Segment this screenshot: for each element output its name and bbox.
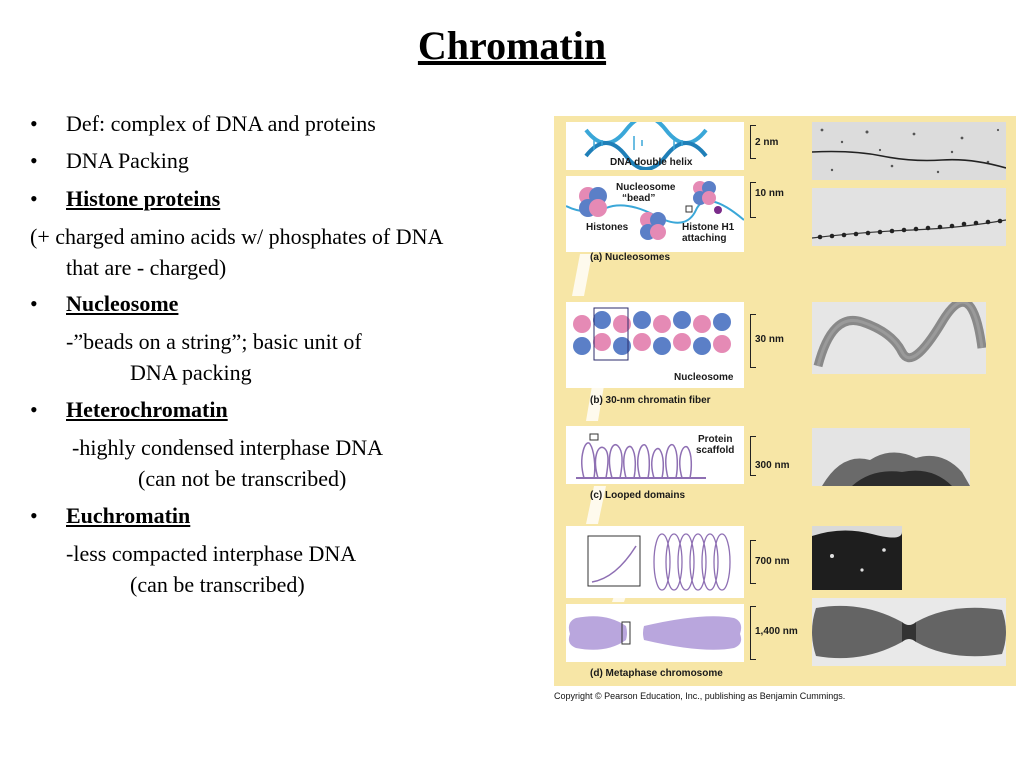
panel-nucleosomes-diagram: Nucleosome “bead” Histones Histone H1 at…: [565, 176, 745, 252]
chromosome-icon: [568, 616, 742, 650]
bullet-marker: •: [30, 186, 38, 211]
label-nucleosome-bead-1: Nucleosome: [616, 182, 676, 193]
bullet-marker: •: [30, 503, 38, 528]
bullet-def: Def: complex of DNA and proteins: [66, 111, 376, 136]
micrograph-30nm-icon: [812, 302, 986, 374]
micrograph-700nm-icon: [812, 526, 902, 590]
euchromatin-desc-line-1: -less compacted interphase DNA: [66, 541, 357, 566]
size-label-300nm: 300 nm: [755, 460, 790, 471]
histone-note-line-2: that are - charged): [66, 255, 227, 280]
size-bracket: [750, 182, 756, 218]
nucleosome-desc-line-1: -”beads on a string”; basic unit of: [66, 329, 362, 354]
micrograph-looped: [812, 428, 970, 486]
dna-helix-icon: [584, 115, 708, 171]
chromatin-fiber-icon: [573, 307, 731, 361]
micrograph-dna: [812, 122, 1006, 180]
label-dna-double-helix: DNA double helix: [610, 157, 693, 168]
panel-dna-helix: DNA double helix: [566, 115, 744, 171]
micrograph-700nm: [812, 526, 902, 590]
label-nucleosome-bead-2: “bead”: [622, 193, 656, 204]
bullet-marker: •: [30, 291, 38, 316]
heterochromatin-desc-line-2: (can not be transcribed): [138, 466, 347, 491]
euchromatin-desc-line-2: (can be transcribed): [130, 572, 305, 597]
micrograph-dna-icon: [812, 122, 1006, 180]
label-histones: Histones: [586, 222, 629, 233]
micrograph-metaphase-icon: [812, 598, 1006, 666]
nucleosome-desc-line-2: DNA packing: [130, 360, 252, 385]
bullet-euchromatin: Euchromatin: [66, 503, 191, 528]
label-protein-scaffold-2: scaffold: [696, 445, 735, 456]
chromatin-packing-figure: DNA double helix 2 nm: [554, 115, 1016, 686]
size-bracket: [750, 125, 756, 159]
panel-700nm: [566, 526, 744, 598]
micrograph-metaphase: [812, 598, 1006, 666]
slide-title: Chromatin: [417, 23, 607, 68]
bullet-nucleosome: Nucleosome: [66, 291, 179, 316]
coiled-loops-icon: [587, 533, 731, 591]
bullet-marker: •: [30, 111, 38, 136]
size-bracket: [750, 314, 756, 368]
micrograph-nucleosomes: [812, 188, 1006, 246]
bullet-dna-packing: DNA Packing: [66, 148, 189, 173]
label-histone-h1-2: attaching: [682, 233, 727, 244]
bullet-histone-proteins: Histone proteins: [66, 186, 221, 211]
micrograph-30nm: [812, 302, 986, 374]
bullet-heterochromatin: Heterochromatin: [66, 397, 228, 422]
micrograph-looped-icon: [812, 428, 970, 486]
panel-metaphase-chromosome: [566, 604, 744, 662]
size-label-30nm: 30 nm: [755, 334, 784, 345]
label-nucleosome: Nucleosome: [674, 372, 734, 383]
label-histone-h1-1: Histone H1: [682, 222, 735, 233]
size-label-700nm: 700 nm: [755, 556, 790, 567]
heterochromatin-desc-line-1: -highly condensed interphase DNA: [72, 435, 383, 460]
copyright-notice: Copyright © Pearson Education, Inc., pub…: [554, 691, 846, 701]
size-label-10nm: 10 nm: [755, 188, 784, 199]
label-panel-a: (a) Nucleosomes: [590, 252, 671, 263]
bullet-marker: •: [30, 148, 38, 173]
label-protein-scaffold-1: Protein: [698, 434, 733, 445]
histone-note-line-1: (+ charged amino acids w/ phosphates of …: [30, 224, 444, 249]
bullet-list: • Def: complex of DNA and proteins • DNA…: [30, 111, 444, 597]
looped-domains-icon: [576, 433, 706, 479]
panel-30nm-fiber: Nucleosome: [566, 302, 744, 388]
size-label-1400nm: 1,400 nm: [755, 626, 798, 637]
size-bracket: [750, 540, 756, 584]
label-panel-b: (b) 30-nm chromatin fiber: [590, 395, 711, 406]
panel-looped-domains: Protein scaffold: [566, 426, 744, 484]
size-bracket: [750, 606, 756, 660]
nucleosome-beads-icon: [565, 181, 745, 240]
micrograph-nucleosomes-icon: [812, 188, 1006, 246]
bullet-marker: •: [30, 397, 38, 422]
size-label-2nm: 2 nm: [755, 137, 779, 148]
label-panel-d: (d) Metaphase chromosome: [590, 668, 723, 679]
size-bracket: [750, 436, 756, 476]
label-panel-c: (c) Looped domains: [590, 490, 685, 501]
